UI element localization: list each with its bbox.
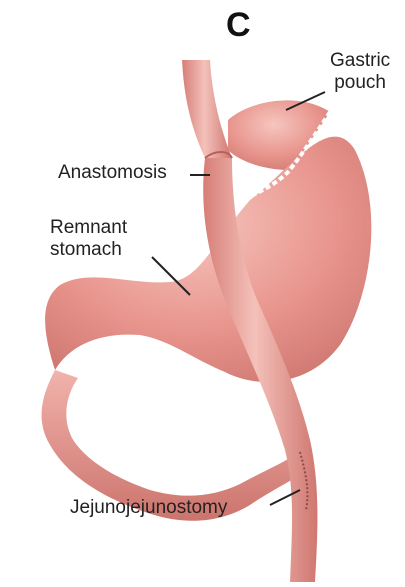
gastric-pouch-label-line1: Gastric	[330, 50, 390, 72]
anastomosis-label: Anastomosis	[58, 162, 167, 184]
gastric-pouch-label: Gastric pouch	[330, 50, 390, 94]
esophagus	[182, 60, 232, 158]
gastric-pouch-label-line2: pouch	[330, 72, 390, 94]
remnant-stomach-label-line2: stomach	[50, 239, 127, 261]
remnant-stomach-label: Remnant stomach	[50, 217, 127, 261]
panel-letter: C	[226, 8, 251, 42]
jejunojejunostomy-label: Jejunojejunostomy	[70, 497, 227, 519]
remnant-stomach-label-line1: Remnant	[50, 217, 127, 239]
